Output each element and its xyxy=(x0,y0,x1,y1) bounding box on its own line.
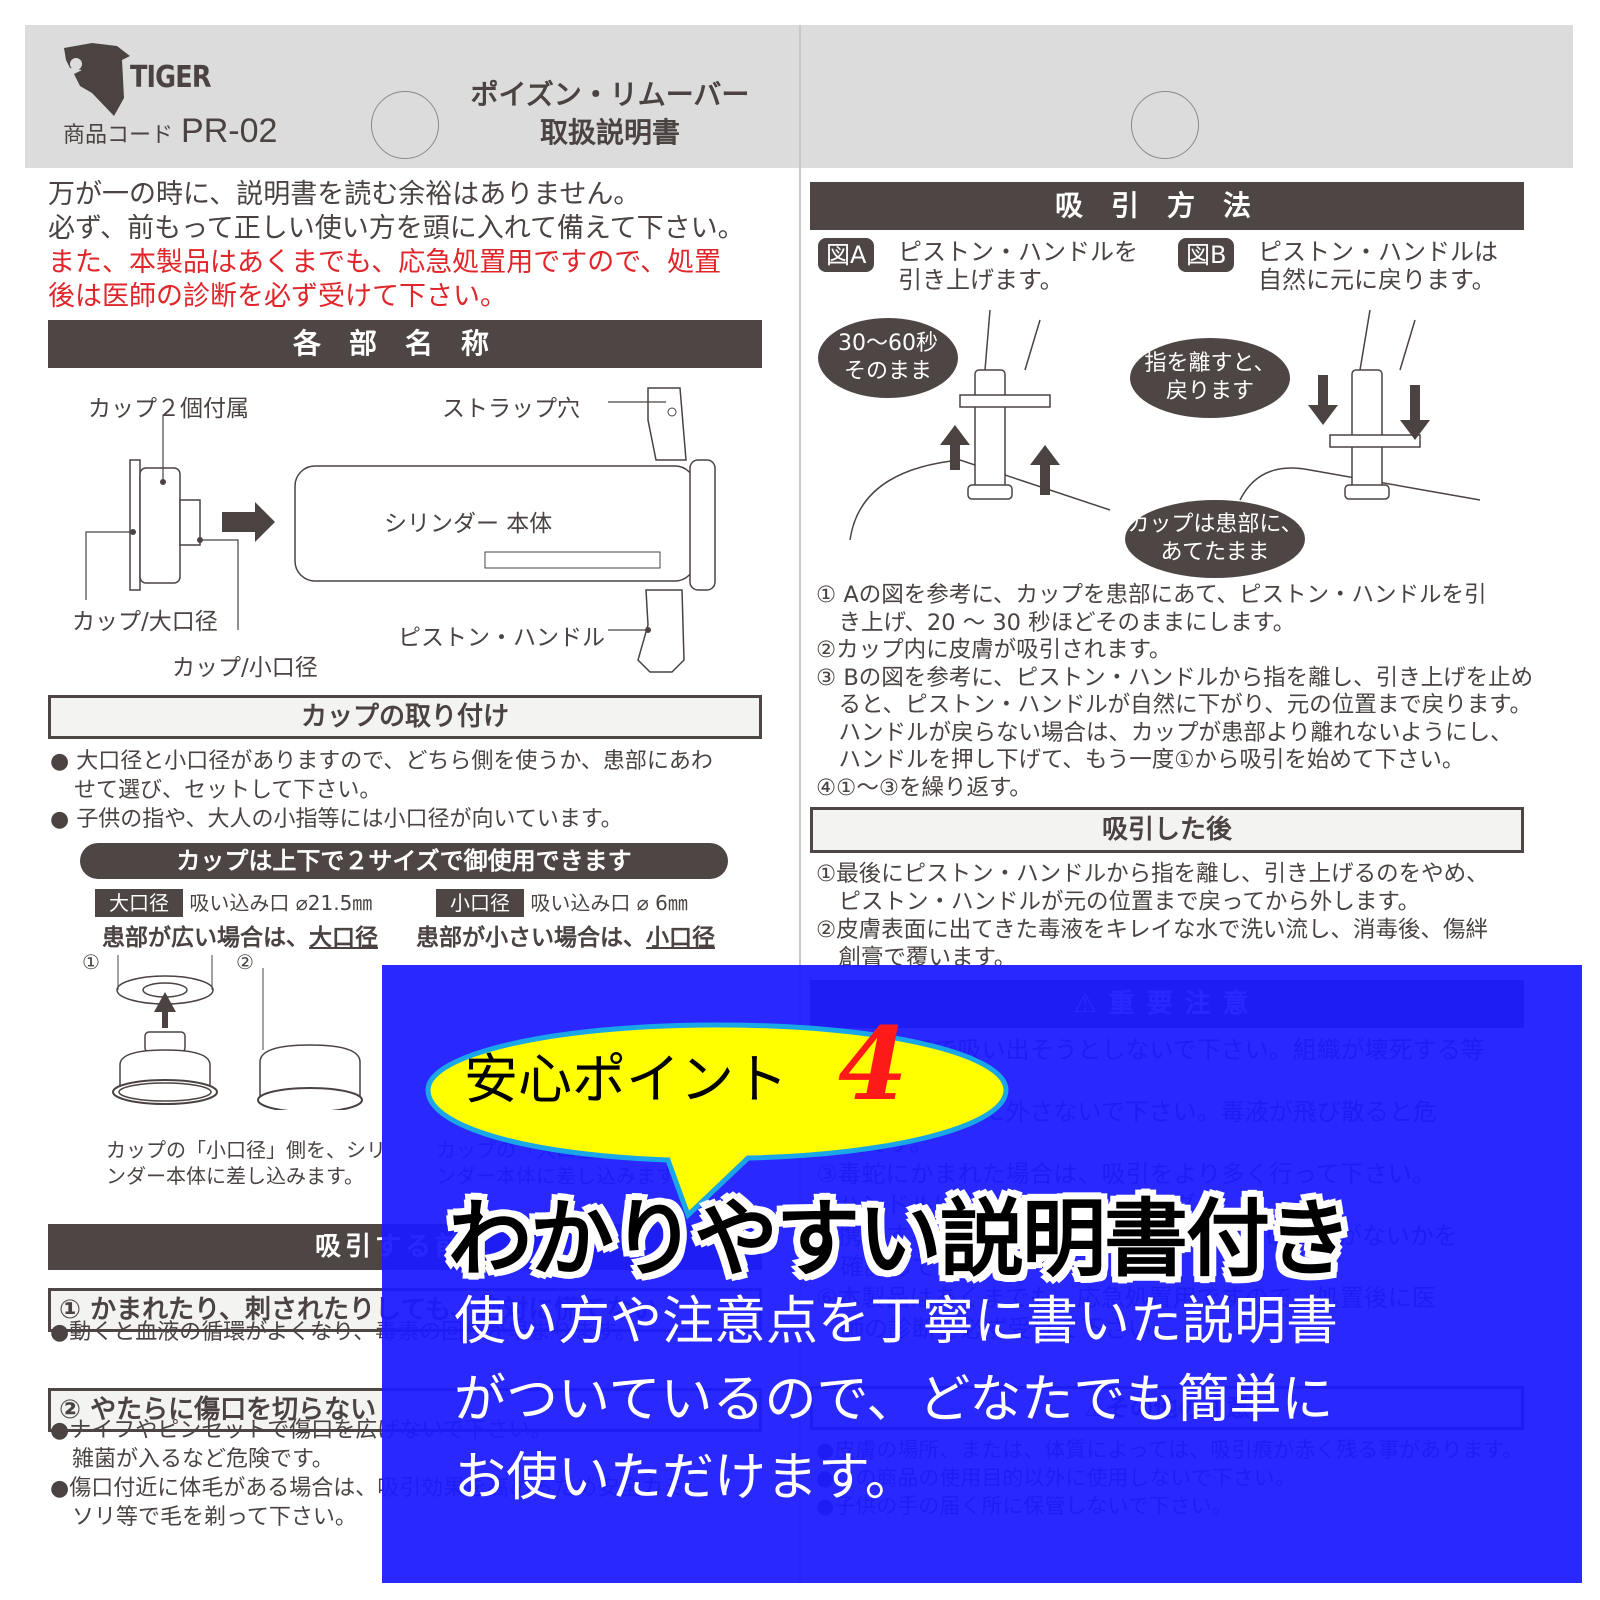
document-title: ポイズン・リムーバー 取扱説明書 xyxy=(445,76,775,152)
step-line: ①最後にピストン・ハンドルから指を離し、引き上げるのをやめ、 xyxy=(816,861,1489,887)
product-code-value: PR-02 xyxy=(181,112,278,150)
step-line: ① Aの図を参考に、カップを患部にあて、ピストン・ハンドルを引 xyxy=(816,582,1487,608)
small-case: 患部が小さい場合は、小口径 xyxy=(416,925,715,951)
step-line: ハンドルを押し下げて、もう一度①から吸引を始めて下さい。 xyxy=(816,747,1465,773)
figure-b-tag: 図B xyxy=(1178,238,1235,272)
product-code: 商品コード PR-02 xyxy=(63,112,277,151)
bullet-text: 大口径と小口径がありますので、どちら側を使うか、患部にあわ xyxy=(76,749,713,774)
step-line: ④①～③を繰り返す。 xyxy=(816,774,1032,801)
step-line: ピストン・ハンドルが元の位置まで戻ってから外します。 xyxy=(816,889,1421,915)
cup-attach-bullets: ● 大口径と小口径がありますので、どちら側を使うか、患部にあわ せて選び、セット… xyxy=(50,747,770,834)
large-spec-text: 吸い込み口 ⌀21.5㎜ xyxy=(189,891,373,915)
label-cup-small: カップ/小口径 xyxy=(172,655,318,681)
parts-diagram xyxy=(85,387,716,673)
tiger-logo: TIGER xyxy=(62,38,222,118)
suction-steps: ① Aの図を参考に、カップを患部にあて、ピストン・ハンドルを引 き上げ、20 ～… xyxy=(816,582,1533,802)
step-line: ハンドルが戻らない場合は、カップが患部より離れないようにし、 xyxy=(816,719,1513,746)
step-line: ②皮膚表面に出てきた毒液をキレイな水で洗い流し、消毒後、傷絆 xyxy=(816,917,1488,943)
label-cup-large: カップ/大口径 xyxy=(72,609,218,635)
page-fold-divider xyxy=(799,25,801,1583)
suction-illustration xyxy=(849,309,1481,541)
intro-line: 必ず、前もって正しい使い方を頭に入れて備えて下さい。 xyxy=(48,213,745,244)
promo-bubble-number: 4 xyxy=(838,1005,908,1123)
promo-sub-line-2: がついているので、どなたでも簡単に xyxy=(454,1370,1334,1430)
intro-warning: また、本製品はあくまでも、応急処置用ですので、処置 xyxy=(48,247,722,278)
small-spec-text: 吸い込み口 ⌀ 6㎜ xyxy=(530,891,688,915)
large-case: 患部が広い場合は、大口径 xyxy=(102,925,378,951)
product-code-label: 商品コード xyxy=(63,123,174,148)
speech-bubble-yellow xyxy=(425,1022,1009,1220)
speech-bubble-c: カップは患部に、あてたまま xyxy=(1125,500,1305,578)
small-tag: 小口径 xyxy=(436,889,524,917)
speech-bubble-a: 30～60秒そのまま xyxy=(818,318,958,398)
label-piston-handle: ピストン・ハンドル xyxy=(398,625,605,651)
figure-b-caption: ピストン・ハンドルは 自然に元に戻ります。 xyxy=(1258,238,1498,294)
figure-a-tag: 図A xyxy=(818,238,875,272)
label-strap-hole: ストラップ穴 xyxy=(442,396,580,422)
punch-hole-left xyxy=(371,91,439,159)
after-suction-heading: 吸引した後 xyxy=(810,807,1524,853)
promo-sub-line-1: 使い方や注意点を丁寧に書いた説明書 xyxy=(454,1292,1339,1352)
intro-text: 万が一の時に、説明書を読む余裕はありません。 必ず、前もって正しい使い方を頭に入… xyxy=(48,178,768,314)
bullet-text: 子供の指や、大人の小指等には小口径が向いています。 xyxy=(76,807,623,832)
after-suction-steps: ①最後にピストン・ハンドルから指を離し、引き上げるのをやめ、 ピストン・ハンドル… xyxy=(816,860,1489,972)
intro-warning: 後は医師の診断を必ず受けて下さい。 xyxy=(48,281,507,312)
step-1-marker: ① xyxy=(82,950,100,974)
intro-line: 万が一の時に、説明書を読む余裕はありません。 xyxy=(48,179,641,210)
label-cups-included: カップ２個付属 xyxy=(88,396,249,422)
punch-hole-right xyxy=(1131,91,1199,159)
cup-attach-heading: カップの取り付け xyxy=(48,695,762,739)
step-line: ③ Bの図を参考に、ピストン・ハンドルから指を離し、引き上げを止め xyxy=(816,664,1534,691)
tiger-head-icon xyxy=(64,43,130,116)
small-spec: 小口径 吸い込み口 ⌀ 6㎜ xyxy=(436,887,688,917)
manual-label: 取扱説明書 xyxy=(539,116,680,149)
promo-sub-line-3: お使いただけます。 xyxy=(454,1448,917,1508)
large-tag: 大口径 xyxy=(95,889,183,917)
promo-headline: わかりやすい説明書付き xyxy=(448,1190,1352,1288)
suction-method-heading: 吸引方法 xyxy=(810,182,1524,230)
product-name: ポイズン・リムーバー xyxy=(470,78,750,111)
two-sizes-pill: カップは上下で２サイズで御使用できます xyxy=(80,843,728,879)
cup-insert-diagram xyxy=(112,955,363,1110)
bullet-text: せて選び、セットして下さい。 xyxy=(74,778,382,803)
promo-bubble-label: 安心ポイント xyxy=(464,1048,788,1111)
figure-a-caption: ピストン・ハンドルを 引き上げます。 xyxy=(898,238,1138,294)
brand-name: TIGER xyxy=(130,60,211,95)
step-line: き上げ、20 ～ 30 秒ほどそのままにします。 xyxy=(816,609,1296,636)
label-cylinder-body: シリンダー 本体 xyxy=(384,511,553,537)
step-line: ると、ピストン・ハンドルが自然に下がり、元の位置まで戻ります。 xyxy=(816,692,1532,718)
speech-bubble-b: 指を離すと、戻ります xyxy=(1130,338,1290,418)
caption-small: カップの「小口径」側を、シリ ンダー本体に差し込みます。 xyxy=(106,1138,386,1188)
step-2-marker: ② xyxy=(236,950,254,974)
step-line: ②カップ内に皮膚が吸引されます。 xyxy=(816,637,1172,663)
parts-heading: 各部名称 xyxy=(48,320,762,368)
large-spec: 大口径 吸い込み口 ⌀21.5㎜ xyxy=(95,887,372,917)
